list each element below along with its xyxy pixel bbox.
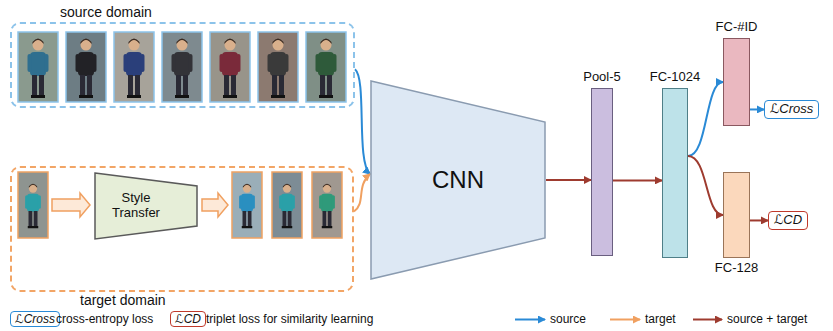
flow-arrow (688, 82, 723, 156)
source-domain-region: source domain (10, 22, 355, 108)
flow-arrow (355, 69, 370, 174)
trapezoid (95, 173, 197, 239)
loss-name: ℒCross (770, 102, 813, 117)
flow-arrow (546, 179, 591, 181)
layer-label: Pool-5 (583, 70, 621, 85)
cnn-block: CNN (370, 80, 546, 280)
illustration-part (28, 39, 49, 99)
legend-text: source + target (727, 312, 807, 326)
layer-label: FC-#ID (716, 20, 758, 35)
flow-arrow (613, 179, 662, 181)
illustration-part (258, 32, 298, 102)
flow-arrow (354, 174, 370, 211)
target-photos (18, 172, 342, 238)
block-label: Style Transfer (100, 191, 172, 221)
flow-arrow (688, 156, 723, 215)
region-heading: source domain (60, 4, 152, 20)
illustration-part (210, 32, 250, 102)
illustration-part (172, 39, 193, 99)
legend-arrows (515, 319, 722, 320)
loss-name: ℒCD (774, 213, 802, 228)
legend-text: triplet loss for similarity learning (206, 312, 373, 326)
source-photos (18, 32, 346, 102)
illustration-part (610, 319, 640, 321)
illustration-part (114, 32, 154, 102)
layer-label: FC-128 (715, 261, 758, 276)
illustration-part (268, 39, 289, 99)
legend-text: source (550, 312, 586, 326)
illustration-part (272, 172, 302, 238)
illustration-part (232, 172, 262, 238)
block-label: CNN (370, 166, 546, 194)
illustration-part (306, 32, 346, 102)
illustration-part (319, 184, 335, 229)
layer-label: FC-1024 (650, 70, 701, 85)
illustration-part (18, 32, 58, 102)
illustration-part (124, 39, 145, 99)
trapezoid (371, 81, 545, 279)
illustration-part (316, 39, 337, 99)
legend-sample-box: ℒCD (170, 311, 206, 327)
illustration-part (239, 184, 255, 229)
legend-text: cross-entropy loss (56, 312, 153, 326)
region-heading: target domain (80, 292, 166, 308)
layer-bar: FC-128 (723, 172, 750, 258)
layer-bar: FC-1024 (662, 88, 688, 258)
layer-bar: Pool-5 (591, 88, 613, 256)
illustration-part (162, 32, 202, 102)
style-transfer-block: Style Transfer (94, 172, 198, 240)
illustration-part (76, 39, 97, 99)
loss-box: ℒCD (768, 211, 808, 230)
illustration-part (312, 172, 342, 238)
legend-sample-box: ℒCross (10, 311, 60, 327)
layer-bar: FC-#ID (723, 38, 750, 126)
loss-box: ℒCross (764, 100, 819, 119)
illustration-part (52, 193, 90, 217)
illustration-part (220, 39, 241, 99)
illustration-part (279, 184, 295, 229)
illustration-part (202, 193, 228, 217)
target-domain-region: target domainStyle Transfer (10, 166, 354, 292)
illustration-part (693, 319, 722, 321)
flow-arrow (750, 219, 768, 221)
illustration-part (25, 184, 41, 229)
flow-arrow (750, 108, 764, 110)
illustration-part (515, 319, 545, 321)
legend-text: target (645, 312, 676, 326)
illustration-part (18, 172, 48, 238)
illustration-part (66, 32, 106, 102)
